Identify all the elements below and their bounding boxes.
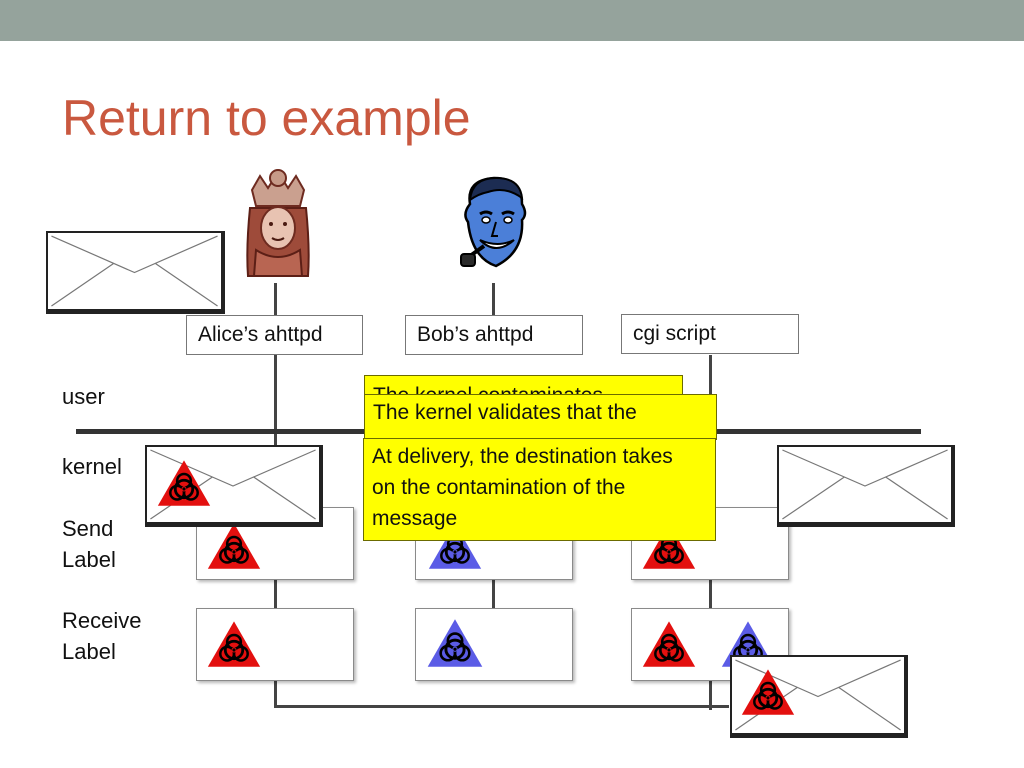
note-text: The kernel validates that the <box>373 401 637 424</box>
biohazard-icon <box>740 668 796 717</box>
cgi-script-box: cgi script <box>621 314 799 354</box>
biohazard-icon <box>206 522 262 571</box>
wire-bob-up <box>492 283 495 317</box>
bob-receive-label <box>415 608 573 681</box>
envelope-icon <box>46 231 225 314</box>
note-delivery: At delivery, the destination takes on th… <box>363 438 716 541</box>
biohazard-icon <box>156 459 212 508</box>
slide-title: Return to example <box>62 90 471 146</box>
wire-bottom <box>274 705 729 708</box>
row-label-receive: Receive Label <box>62 608 142 664</box>
envelope-icon <box>145 445 323 527</box>
envelope-icon <box>777 445 955 527</box>
biohazard-icon <box>426 618 484 669</box>
bob-figure <box>458 174 532 278</box>
alice-receive-label <box>196 608 354 681</box>
bob-ahttpd-box: Bob’s ahttpd <box>405 315 583 355</box>
envelope-icon <box>730 655 908 738</box>
row-label-kernel: kernel <box>62 454 122 479</box>
note-kernel-validates: The kernel validates that the <box>364 394 717 440</box>
alice-ahttpd-box: Alice’s ahttpd <box>186 315 363 355</box>
row-label-send: Send Label <box>62 516 116 572</box>
note-text: At delivery, the destination takes on th… <box>372 445 673 530</box>
wire-bob-mid <box>492 580 495 610</box>
top-bar <box>0 0 1024 41</box>
biohazard-icon <box>206 620 262 669</box>
alice-figure <box>242 168 314 278</box>
biohazard-icon <box>641 620 697 669</box>
row-label-user: user <box>62 384 105 409</box>
